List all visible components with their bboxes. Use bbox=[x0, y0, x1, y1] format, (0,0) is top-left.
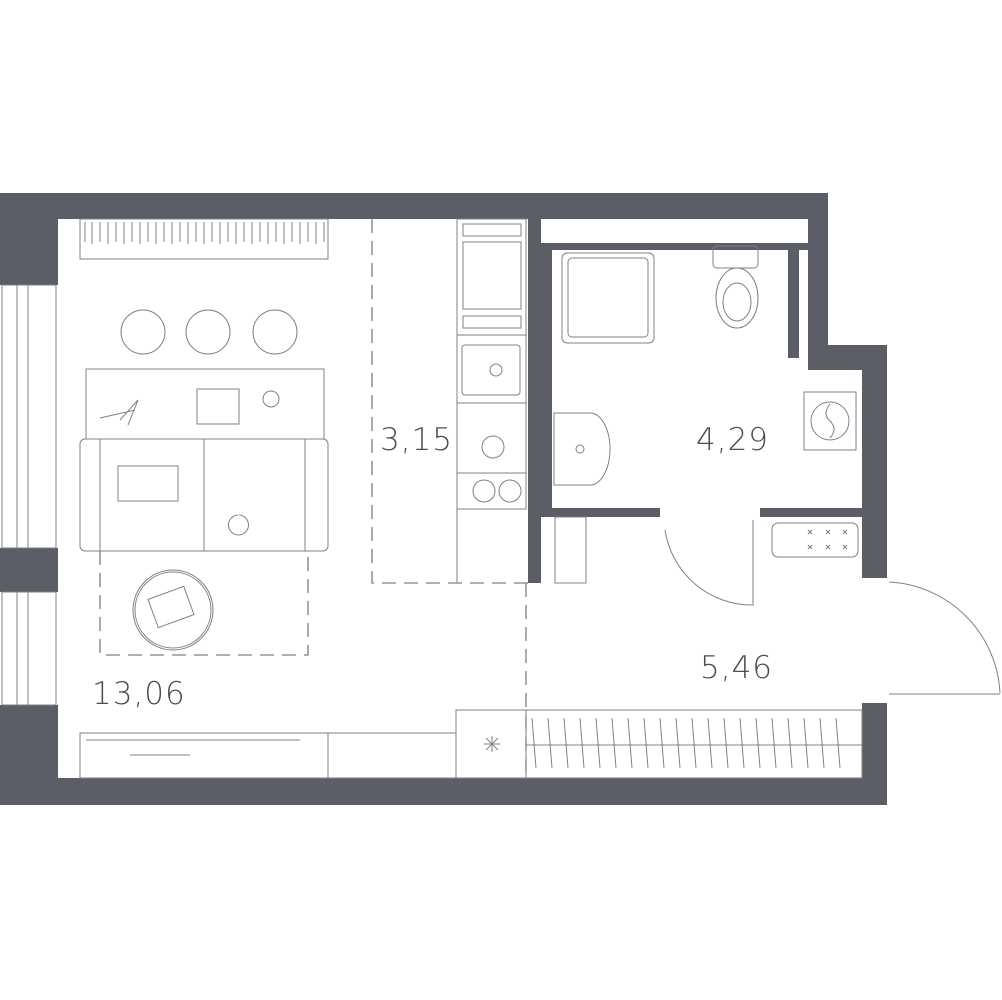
doors bbox=[664, 520, 1001, 695]
kitchen-furniture bbox=[371, 218, 528, 584]
bathroom-area-label: 4,29 bbox=[696, 422, 770, 458]
hallway-area-label: 5,46 bbox=[700, 650, 774, 686]
living-room-area-label: 13,06 bbox=[92, 676, 186, 712]
living-furniture bbox=[79, 218, 457, 779]
windows bbox=[1, 284, 57, 706]
walls bbox=[0, 193, 887, 805]
hallway-furniture bbox=[455, 516, 863, 779]
kitchen-area-label: 3,15 bbox=[380, 422, 454, 458]
bathroom-fixtures bbox=[553, 245, 859, 558]
